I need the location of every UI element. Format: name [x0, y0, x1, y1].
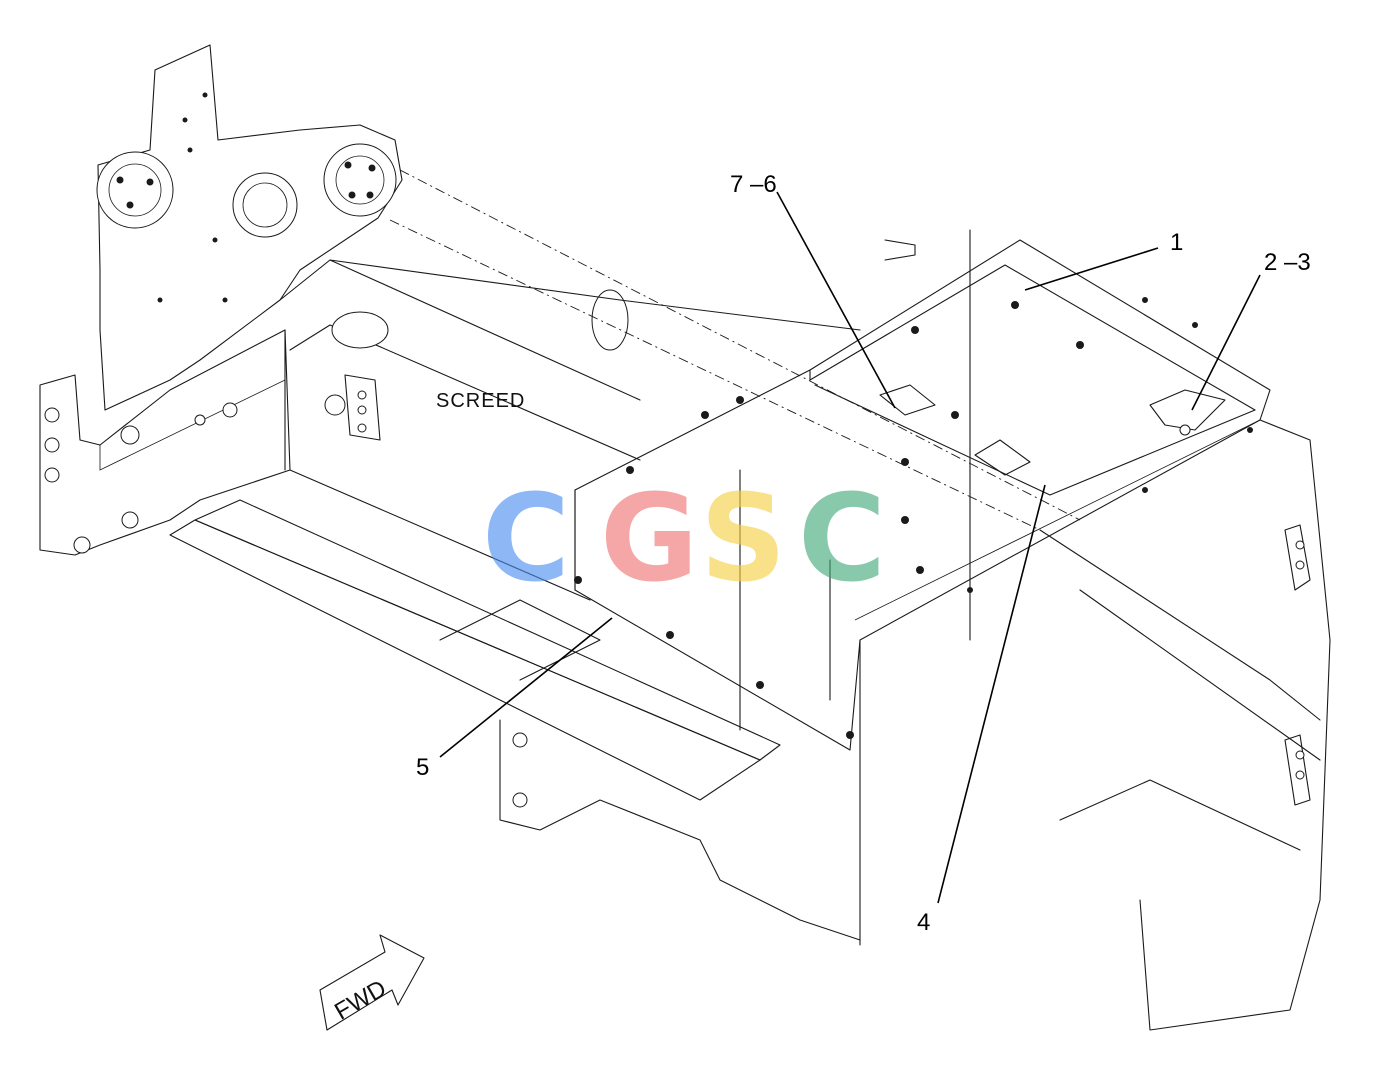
leader-5 — [439, 617, 613, 758]
callout-5: 5 — [416, 754, 429, 781]
callout-1: 1 — [1170, 229, 1183, 256]
right-bracket — [1284, 524, 1311, 806]
callout-leaders — [439, 191, 1261, 904]
center-bracket — [324, 374, 381, 441]
fwd-label: FWD — [330, 975, 391, 1026]
fwd-arrow: FWD — [319, 934, 425, 1031]
callout-7-6: 7 –6 — [730, 171, 777, 198]
watermark-letter-3: S — [700, 470, 786, 609]
watermark-letter-2: G — [600, 470, 699, 609]
leader-7-6 — [776, 191, 896, 409]
leader-1 — [1024, 247, 1159, 291]
screed-label: SCREED — [436, 390, 525, 412]
mounting-plate — [96, 44, 403, 411]
compartment-box — [574, 229, 1271, 946]
watermark-letter-4: C — [798, 470, 886, 609]
leader-4 — [937, 484, 1046, 904]
leader-2-3 — [1191, 274, 1261, 411]
left-bracket — [39, 329, 291, 556]
callout-4: 4 — [917, 909, 930, 936]
watermark: C G S C — [482, 470, 886, 609]
callout-2-3: 2 –3 — [1264, 249, 1311, 276]
watermark-letter-1: C — [482, 470, 570, 609]
